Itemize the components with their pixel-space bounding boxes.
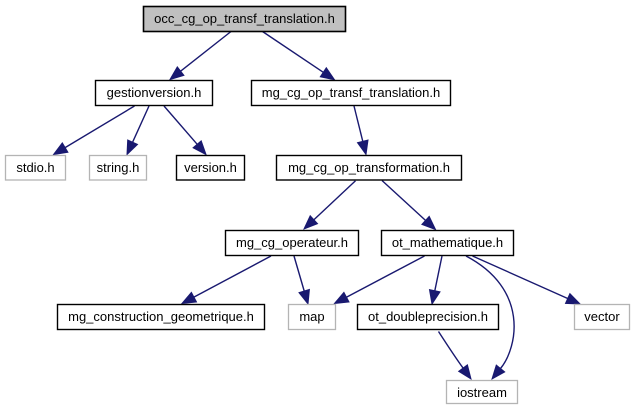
svg-text:gestionversion.h: gestionversion.h [107, 85, 202, 100]
svg-text:mg_cg_op_transformation.h: mg_cg_op_transformation.h [288, 160, 450, 175]
svg-text:ot_doubleprecision.h: ot_doubleprecision.h [368, 309, 488, 324]
svg-text:mg_construction_geometrique.h: mg_construction_geometrique.h [68, 309, 254, 324]
svg-text:mg_cg_operateur.h: mg_cg_operateur.h [236, 235, 348, 250]
svg-text:iostream: iostream [457, 385, 507, 400]
svg-text:ot_mathematique.h: ot_mathematique.h [392, 235, 503, 250]
svg-text:string.h: string.h [97, 160, 140, 175]
svg-text:version.h: version.h [184, 160, 237, 175]
svg-text:stdio.h: stdio.h [16, 160, 54, 175]
svg-text:map: map [299, 309, 324, 324]
svg-text:occ_cg_op_transf_translation.h: occ_cg_op_transf_translation.h [154, 11, 335, 26]
svg-text:mg_cg_op_transf_translation.h: mg_cg_op_transf_translation.h [262, 85, 441, 100]
svg-text:vector: vector [584, 309, 620, 324]
